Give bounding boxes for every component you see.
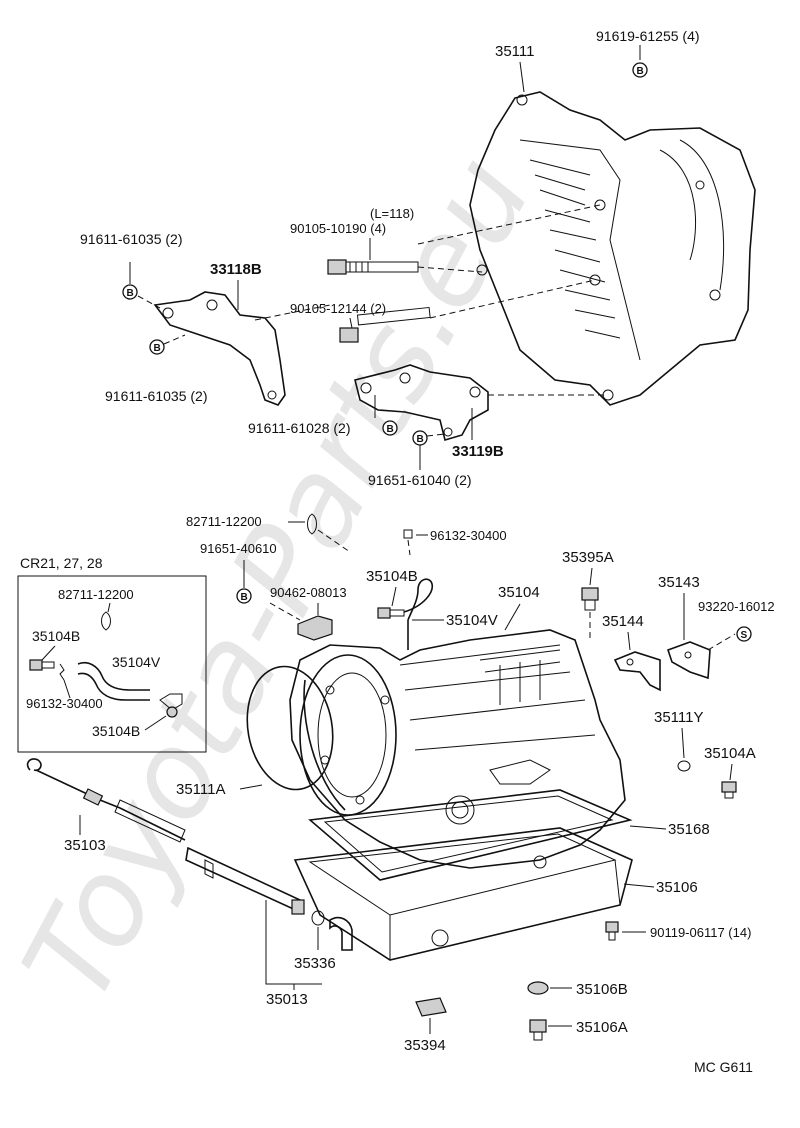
inset-label-hose: 35104V — [112, 654, 161, 670]
diagram-code: MC G611 — [694, 1059, 753, 1075]
label-bracket-left: 33118B — [210, 261, 262, 278]
label-magnet: 35394 — [404, 1037, 446, 1054]
label-drain-gasket: 35106B — [576, 981, 628, 998]
oil-pan[interactable] — [293, 827, 633, 961]
engine-mount-bracket-left[interactable] — [153, 291, 286, 406]
label-transmission: 35104 — [498, 584, 540, 601]
bolt-marker-b: B — [149, 339, 165, 355]
svg-text:B: B — [387, 424, 394, 435]
bolt-marker-b: B — [382, 420, 398, 436]
label-housing-bolt: 91619-61255 (4) — [596, 28, 700, 44]
o-ring-large[interactable] — [238, 660, 342, 797]
svg-text:B: B — [127, 288, 134, 299]
inset-clip[interactable] — [59, 663, 65, 681]
inset-nipple[interactable] — [159, 693, 183, 718]
label-long-bolt: 90105-10190 (4) — [290, 221, 386, 236]
dipstick[interactable] — [26, 758, 186, 843]
label-bracket-b: 35144 — [602, 613, 644, 630]
pan-bolt[interactable] — [605, 921, 619, 941]
inset-label-clamp: 82711-12200 — [58, 587, 134, 602]
label-hose-v: 35104V — [446, 612, 498, 629]
control-bracket-b[interactable] — [613, 651, 661, 692]
tube-o-ring[interactable] — [311, 910, 325, 926]
cable-bracket[interactable] — [297, 615, 333, 641]
label-screw: 93220-16012 — [698, 599, 775, 614]
label-plug-b: 35104B — [366, 568, 418, 585]
label-pan: 35106 — [656, 879, 698, 896]
label-bracket-right-bolt2: 91651-61040 (2) — [368, 472, 472, 488]
label-bolt-length: (L=118) — [370, 206, 414, 221]
engine-mount-bracket-right[interactable] — [354, 364, 489, 442]
label-bracket-right: 33119B — [452, 443, 504, 460]
label-bolt-small: 91651-40610 — [200, 541, 277, 556]
label-plug-a: 35104A — [704, 745, 756, 762]
bolt-marker-b: B — [236, 588, 252, 604]
svg-text:B: B — [637, 66, 644, 77]
label-bolt-mid: 90105-12144 (2) — [290, 301, 386, 316]
inset-label-clip: 96132-30400 — [26, 696, 103, 711]
label-drain-plug: 35106A — [576, 1019, 628, 1036]
label-oring-a: 35111A — [176, 781, 226, 798]
label-oring-tube: 35336 — [294, 955, 336, 972]
o-ring-small[interactable] — [677, 760, 691, 772]
drain-plug[interactable] — [529, 1019, 547, 1041]
inset-plug[interactable] — [29, 659, 55, 671]
bolt-marker-b: B — [122, 284, 138, 300]
hose-clamp[interactable] — [307, 513, 317, 535]
drain-gasket[interactable] — [527, 981, 549, 995]
filler-plug[interactable] — [721, 781, 737, 799]
label-sensor: 35395A — [562, 549, 614, 566]
svg-text:B: B — [417, 434, 424, 445]
transmission-housing[interactable] — [469, 91, 756, 406]
label-bracket-bolt-bottom: 91611-61035 (2) — [105, 388, 207, 404]
label-tube: 35013 — [266, 991, 308, 1008]
label-oring-y: 35111Y — [654, 709, 704, 726]
label-bracket-bolt-top: 91611-61035 (2) — [80, 231, 182, 247]
dipstick-tube[interactable] — [185, 846, 305, 915]
label-clamp: 82711-12200 — [186, 514, 262, 529]
label-bracket-clip: 90462-08013 — [270, 585, 347, 600]
bolt-marker-b: B — [632, 62, 648, 78]
label-pan-bolt: 90119-06117 (14) — [650, 925, 751, 940]
inset-title: CR21, 27, 28 — [20, 555, 103, 571]
inset-hose[interactable] — [77, 661, 150, 701]
inset-box — [17, 575, 207, 753]
svg-text:B: B — [154, 343, 161, 354]
bolt-mid[interactable] — [339, 306, 431, 343]
label-bracket-right-bolt: 91611-61028 (2) — [248, 420, 350, 436]
breather-plug[interactable] — [377, 607, 405, 619]
svg-text:B: B — [241, 592, 248, 603]
label-clip: 96132-30400 — [430, 528, 507, 543]
oil-pan-gasket[interactable] — [308, 789, 633, 881]
label-bracket-a: 35143 — [658, 574, 700, 591]
hose-clip[interactable] — [403, 529, 413, 539]
breather-hose[interactable] — [403, 578, 433, 650]
inset-label-nipple: 35104B — [92, 723, 140, 739]
label-gasket: 35168 — [668, 821, 710, 838]
inset-label-plug: 35104B — [32, 628, 80, 644]
tube-elbow[interactable] — [329, 916, 353, 951]
label-housing: 35111 — [495, 43, 535, 60]
automatic-transmission[interactable] — [289, 629, 626, 869]
label-dipstick: 35103 — [64, 837, 106, 854]
svg-text:S: S — [741, 630, 748, 641]
control-bracket-a[interactable] — [666, 641, 711, 680]
inset-clamp[interactable] — [101, 611, 111, 631]
pan-magnet[interactable] — [415, 997, 447, 1017]
screw-marker-s: S — [736, 626, 752, 642]
speed-sensor[interactable] — [581, 587, 599, 611]
bolt-marker-b: B — [412, 430, 428, 446]
